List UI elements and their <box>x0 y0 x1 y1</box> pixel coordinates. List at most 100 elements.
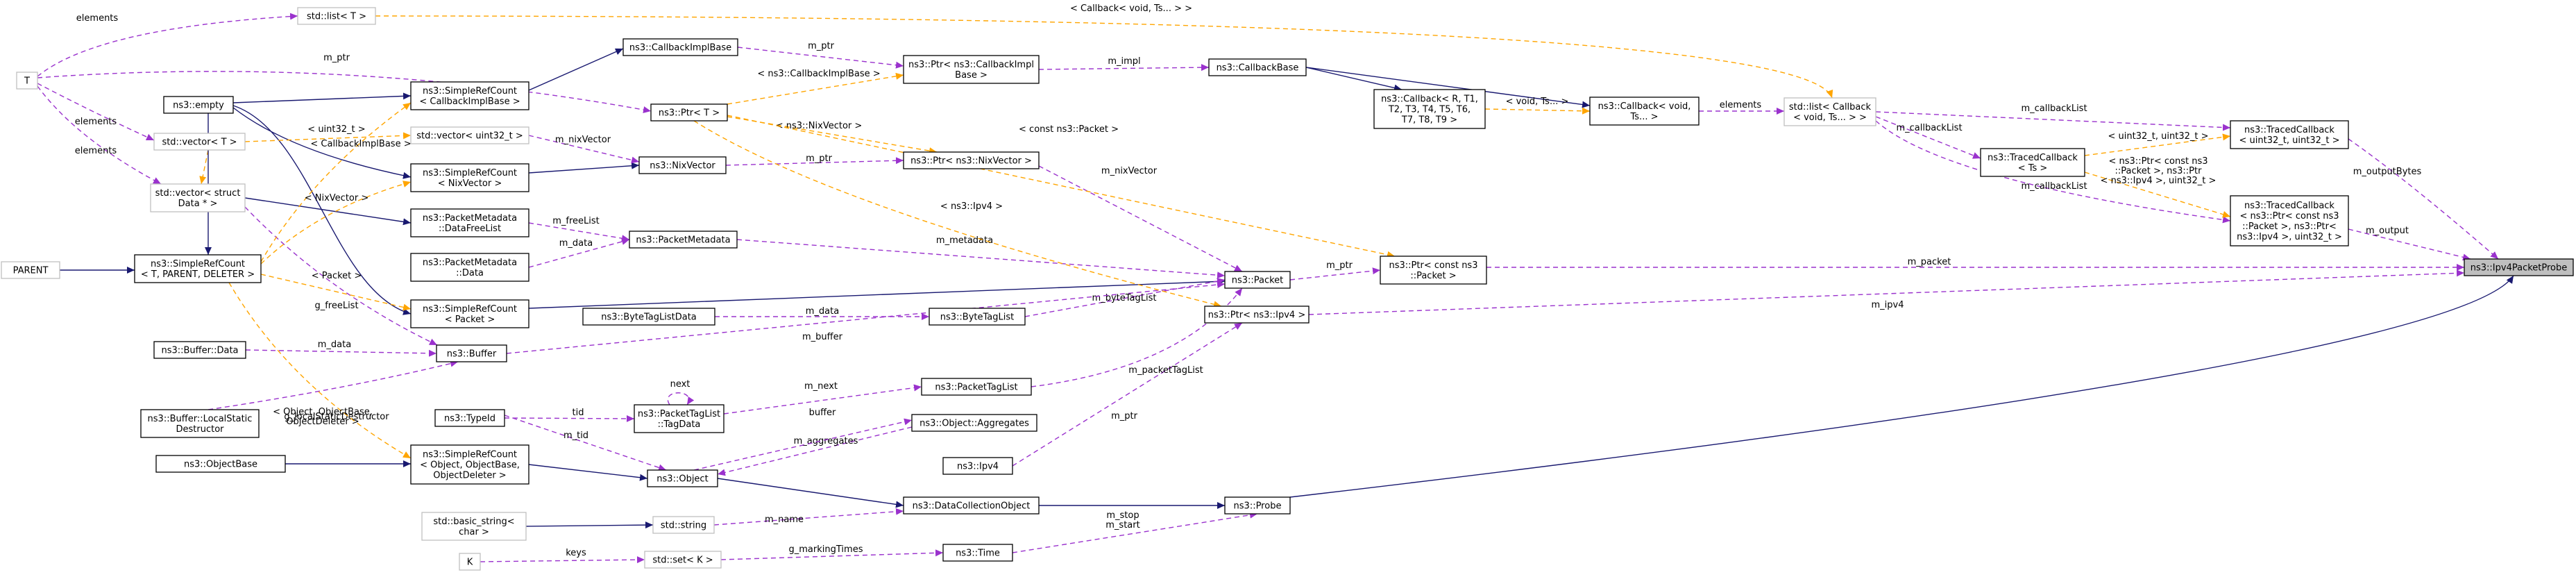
edge-line <box>244 197 412 226</box>
node-byteTagList[interactable]: ns3::ByteTagList <box>929 308 1026 326</box>
node-stdsetK[interactable]: std::set< K > <box>644 551 722 569</box>
edge-label: m_data <box>318 340 351 350</box>
node-ptrPacket[interactable]: ns3::Ptr< const ns3::Packet > <box>1380 256 1487 285</box>
edge-label: m_impl <box>1108 56 1140 67</box>
node-label: T7, T8, T9 > <box>1401 115 1457 126</box>
node-packetMetadata[interactable]: ns3::PacketMetadata <box>629 231 738 249</box>
node-objectbase[interactable]: ns3::ObjectBase <box>155 455 286 473</box>
node-tcU32[interactable]: ns3::TracedCallback< uint32_t, uint32_t … <box>2230 120 2349 149</box>
node-object[interactable]: ns3::Object <box>647 469 718 487</box>
node-ptrCBI[interactable]: ns3::Ptr< ns3::CallbackImplBase > <box>903 55 1040 84</box>
edge-use-typeid-to-object: m_tid <box>504 415 667 471</box>
edge-line <box>725 157 904 166</box>
node-ptlTagData[interactable]: ns3::PacketTagList::TagData <box>634 404 724 433</box>
node-label: ns3::Buffer <box>447 349 497 360</box>
edge-label: m_outputBytes <box>2353 167 2422 177</box>
edge-line <box>260 181 412 265</box>
node-label: < Packet > <box>445 315 495 325</box>
node-pmDFL[interactable]: ns3::PacketMetadata::DataFreeList <box>410 208 529 237</box>
node-stdlistT[interactable]: std::list< T > <box>297 7 376 25</box>
node-srcTPD[interactable]: ns3::SimpleRefCount< T, PARENT, DELETER … <box>134 254 262 283</box>
edge-label: m_output <box>2366 226 2409 236</box>
node-K[interactable]: K <box>459 553 481 571</box>
node-label: Data * > <box>178 199 218 209</box>
node-packet[interactable]: ns3::Packet <box>1224 271 1291 289</box>
node-label: ns3::Packet <box>1232 276 1284 286</box>
edge-inh-empty-to-srcNixVector <box>232 107 412 179</box>
node-PARENT[interactable]: PARENT <box>1 261 60 279</box>
node-box <box>436 344 507 362</box>
edge-line <box>528 135 640 164</box>
node-box <box>1224 496 1291 515</box>
edge-line <box>1038 64 1210 72</box>
edge-label: buffer <box>809 408 836 418</box>
node-byteTagListData[interactable]: ns3::ByteTagListData <box>582 308 715 326</box>
edge-label: < Callback< void, Ts... > > <box>1070 3 1192 14</box>
node-label: ns3::Probe <box>1234 501 1282 512</box>
node-ipv4[interactable]: ns3::Ipv4 <box>942 457 1013 475</box>
node-basicstring[interactable]: std::basic_string<char > <box>421 512 527 541</box>
edge-line <box>260 274 412 311</box>
node-ptrIpv4[interactable]: ns3::Ptr< ns3::Ipv4 > <box>1204 306 1310 324</box>
edge-label: m_name <box>765 515 804 525</box>
node-box <box>410 444 529 485</box>
edge-line <box>504 415 635 422</box>
edge-use-ipv4-to-ptrIpv4: m_ptr <box>1012 322 1243 467</box>
node-probe[interactable]: ns3::Probe <box>1224 496 1291 515</box>
node-bufferData[interactable]: ns3::Buffer::Data <box>153 341 246 359</box>
node-label: Ts... > <box>1630 112 1659 122</box>
edge-line <box>528 222 630 242</box>
node-T[interactable]: T <box>16 72 38 90</box>
node-ipv4probe[interactable]: ns3::Ipv4PacketProbe <box>2464 258 2574 276</box>
node-typeid[interactable]: ns3::TypeId <box>434 409 505 427</box>
node-aggregates[interactable]: ns3::Object::Aggregates <box>911 414 1037 432</box>
edge-line <box>228 282 412 459</box>
node-nixVector[interactable]: ns3::NixVector <box>638 156 727 174</box>
node-cbRT[interactable]: ns3::Callback< R, T1,T2, T3, T4, T5, T6,… <box>1373 89 1486 129</box>
node-label: ns3::Object <box>656 474 708 485</box>
edge-use-stdstring-to-dco: m_name <box>713 508 904 526</box>
edge-inh-srcNixVector-to-nixVector <box>528 162 640 174</box>
node-tcTs[interactable]: ns3::TracedCallback< Ts > <box>1980 148 2085 177</box>
node-time[interactable]: ns3::Time <box>942 544 1013 562</box>
node-cbVoidTs[interactable]: ns3::Callback< void,Ts... > <box>1589 97 1700 126</box>
node-box <box>650 103 728 122</box>
edge-use-packet-to-ptrPacket: m_ptr <box>1289 260 1381 281</box>
node-stdlistCb[interactable]: std::list< Callback< void, Ts... > > <box>1783 97 1876 126</box>
node-box <box>2230 120 2349 149</box>
node-tcPtr[interactable]: ns3::TracedCallback< ns3::Ptr< const ns3… <box>2230 195 2349 246</box>
node-stdvecU32[interactable]: std::vector< uint32_t > <box>410 126 529 144</box>
node-label: < Ts > <box>2018 163 2048 174</box>
edge-label: < NixVector > <box>305 193 369 203</box>
node-packetTagList[interactable]: ns3::PacketTagList <box>921 378 1032 396</box>
edge-line <box>528 464 648 481</box>
edge-inh-cbBase-to-cbRT <box>1305 67 1403 92</box>
edge-label: elements <box>75 146 117 156</box>
edge-label: m_ptr <box>806 153 833 164</box>
edge-tpl-ptrT-to-ptrPacket: < const ns3::Packet > <box>727 115 1396 258</box>
node-srcPacket[interactable]: ns3::SimpleRefCount< Packet > <box>410 299 529 328</box>
edge-line <box>260 102 412 262</box>
node-srcNixVector[interactable]: ns3::SimpleRefCount< NixVector > <box>410 163 529 192</box>
node-cbBase[interactable]: ns3::CallbackBase <box>1208 58 1307 76</box>
edge-label: < ns3::NixVector > <box>776 121 863 131</box>
node-ptrNixVector[interactable]: ns3::Ptr< ns3::NixVector > <box>903 151 1040 169</box>
node-stdvecT[interactable]: std::vector< T > <box>153 133 246 151</box>
edge-line <box>528 162 640 174</box>
edge-line <box>1875 116 1981 159</box>
node-dco[interactable]: ns3::DataCollectionObject <box>903 496 1040 515</box>
node-box <box>1783 97 1876 126</box>
node-box <box>911 414 1037 432</box>
node-empty[interactable]: ns3::empty <box>163 96 234 114</box>
node-cbImplBase[interactable]: ns3::CallbackImplBase <box>622 38 738 56</box>
node-srcObj[interactable]: ns3::SimpleRefCount< Object, ObjectBase,… <box>410 444 529 485</box>
node-label: PARENT <box>13 266 49 276</box>
node-stdstring[interactable]: std::string <box>652 516 715 534</box>
node-pmData[interactable]: ns3::PacketMetadata::Data <box>410 253 529 282</box>
node-srcCBI[interactable]: ns3::SimpleRefCount< CallbackImplBase > <box>410 81 529 110</box>
node-box <box>647 469 718 487</box>
node-ptrT[interactable]: ns3::Ptr< T > <box>650 103 728 122</box>
node-buffer[interactable]: ns3::Buffer <box>436 344 507 362</box>
